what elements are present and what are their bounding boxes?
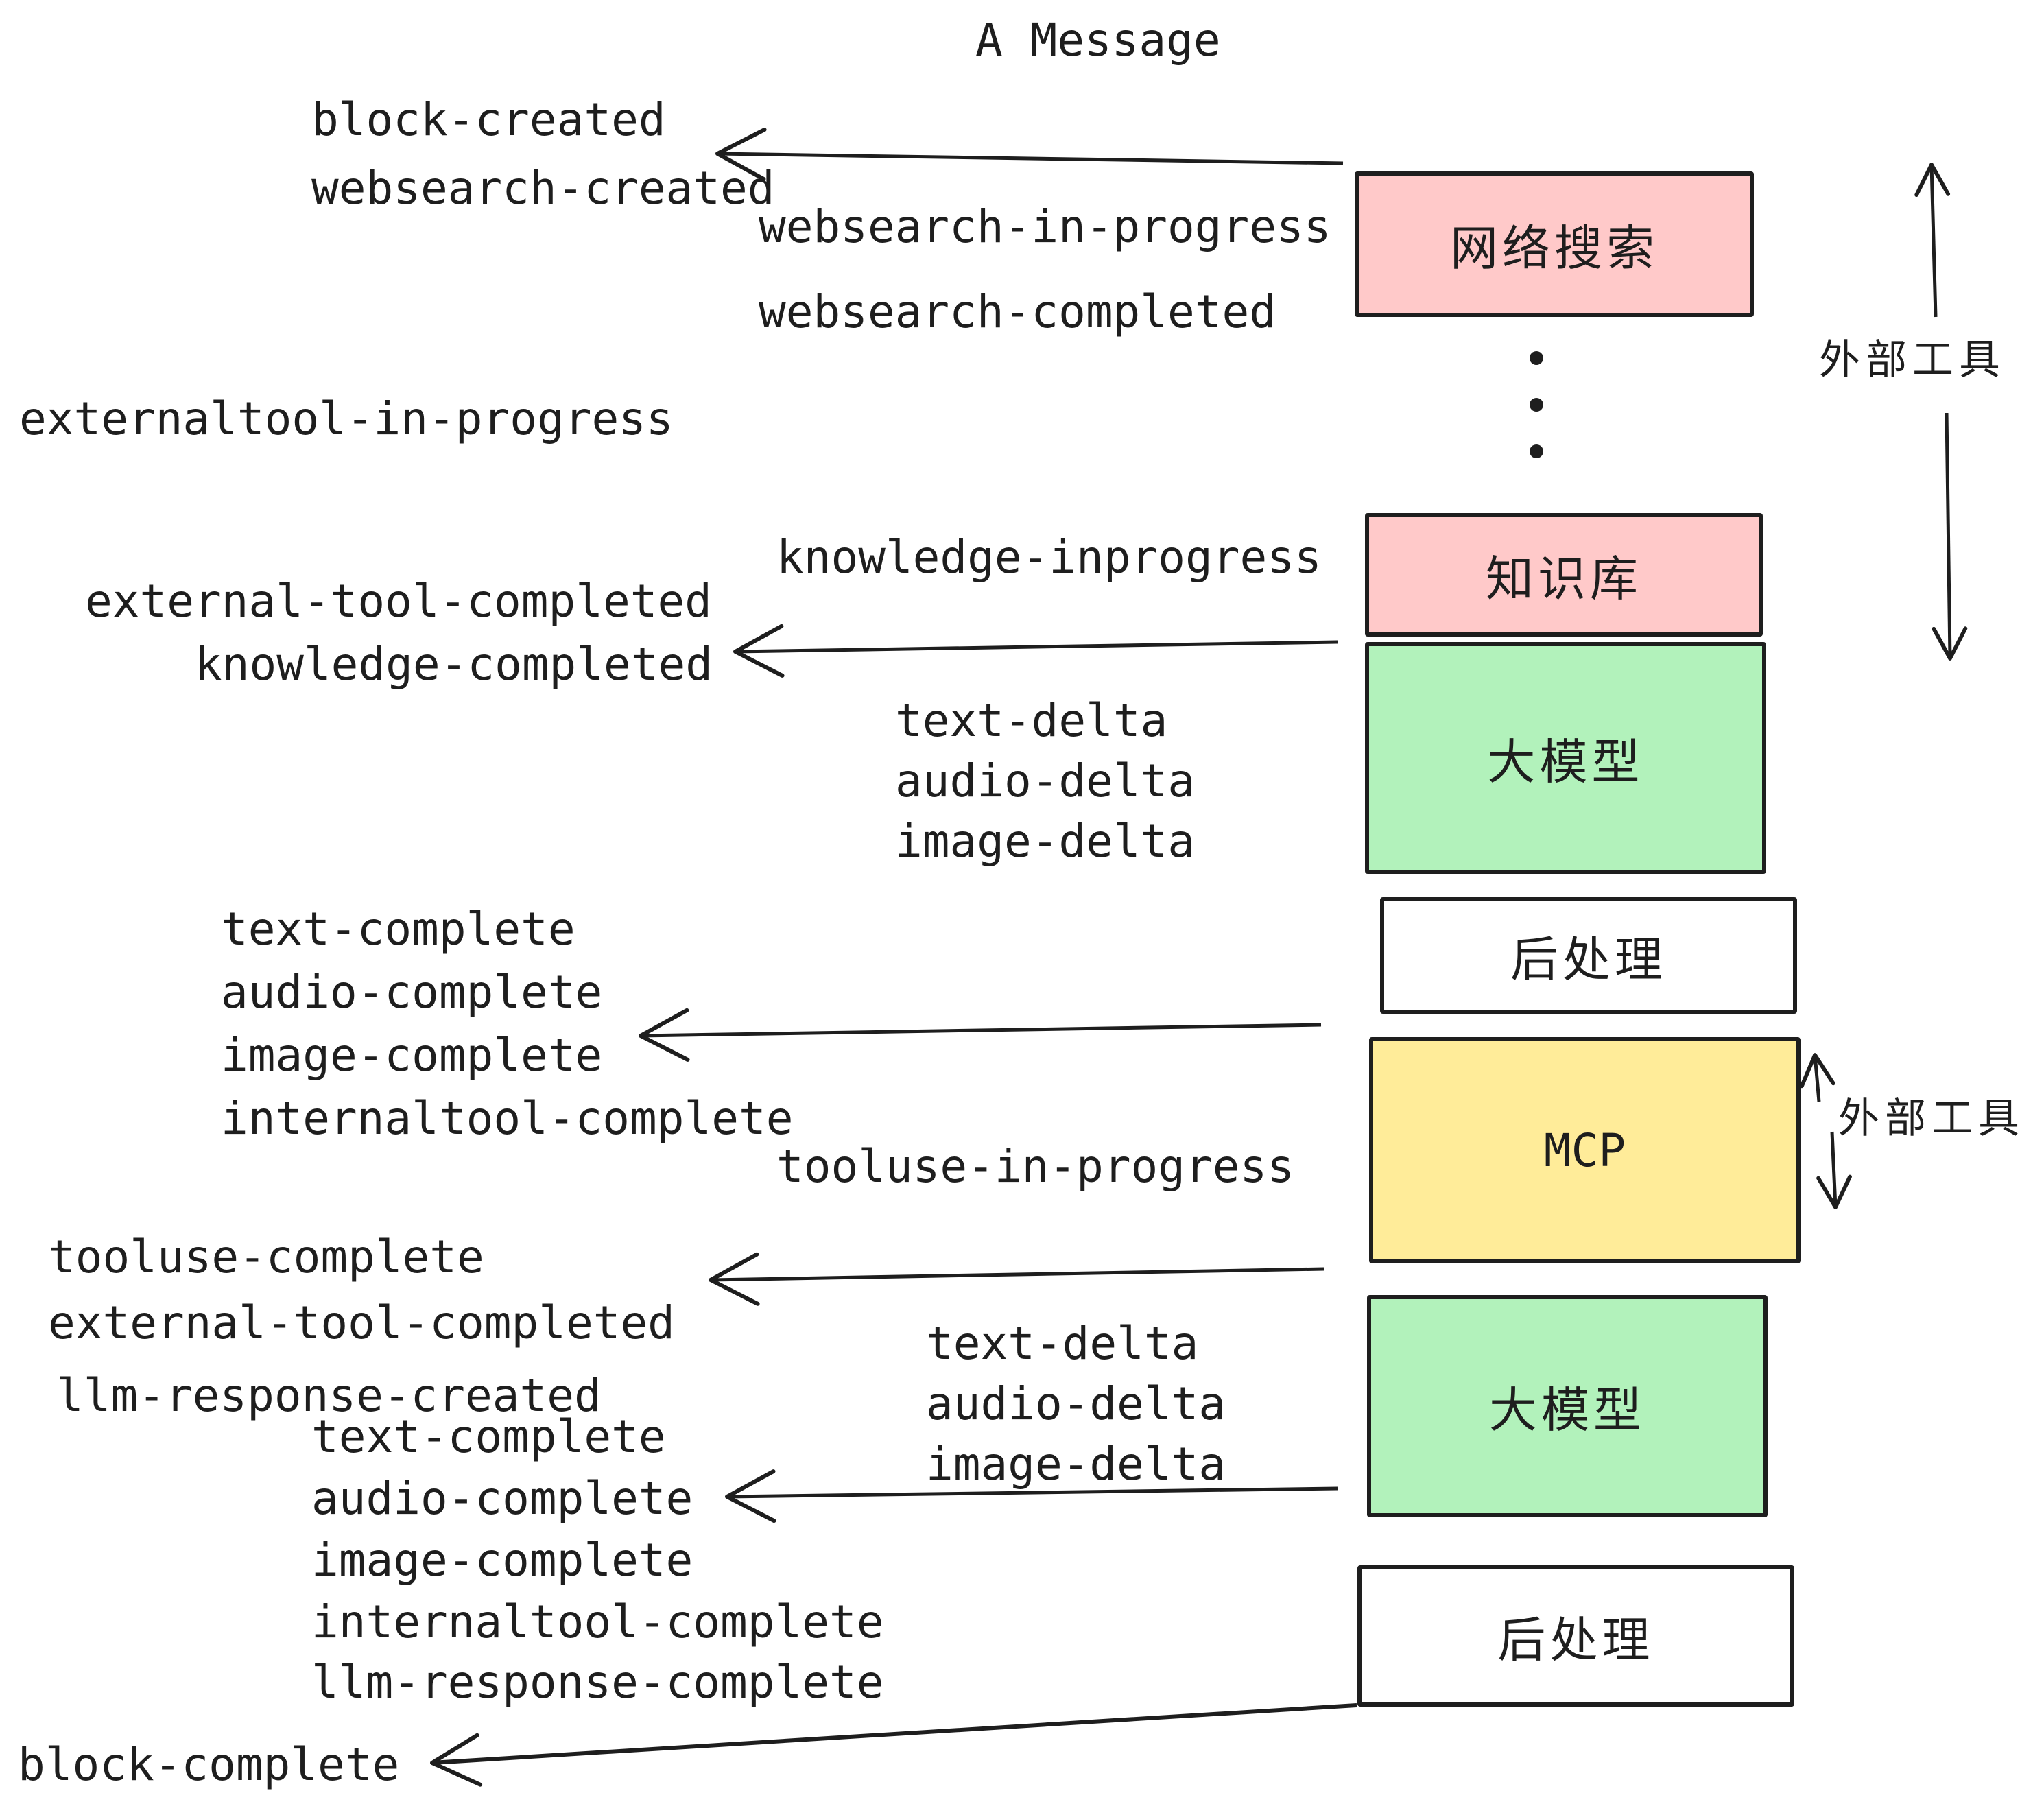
box-postprocess: 后处理: [1380, 897, 1797, 1014]
event-llm-response-complete: llm-response-complete: [311, 1656, 884, 1709]
event-websearch-created: websearch-created: [311, 162, 775, 215]
event-internaltool-complete-2: internaltool-complete: [311, 1595, 884, 1648]
box-llm: 大模型: [1365, 642, 1766, 874]
ellipsis-dot-2: [1530, 398, 1543, 412]
event-tooluse-in-progress: tooluse-in-progress: [776, 1140, 1294, 1193]
event-websearch-in-progress: websearch-in-progress: [759, 200, 1331, 253]
event-external-tool-completed: external-tool-completed: [85, 575, 712, 628]
arrow-to-knowledge-completed: [733, 624, 1338, 678]
event-tooluse-complete: tooluse-complete: [48, 1231, 484, 1283]
event-audio-delta-2: audio-delta: [926, 1377, 1226, 1430]
external-tools-annotation-bottom: 外部工具: [1838, 1095, 2025, 1143]
box-knowledge: 知识库: [1365, 513, 1763, 637]
arrow-external-tools-top-down: [1932, 412, 1968, 661]
event-image-delta: image-delta: [895, 815, 1196, 868]
box-postprocess-2-label: 后处理: [1497, 1611, 1654, 1668]
event-text-delta-2: text-delta: [926, 1317, 1199, 1370]
event-externaltool-in-progress: externaltool-in-progress: [19, 392, 674, 445]
event-knowledge-completed: knowledge-completed: [195, 638, 713, 691]
box-mcp: MCP: [1369, 1037, 1801, 1263]
box-llm-label: 大模型: [1487, 733, 1644, 790]
event-text-delta: text-delta: [895, 694, 1168, 747]
event-audio-delta: audio-delta: [895, 755, 1196, 807]
event-websearch-completed: websearch-completed: [759, 285, 1276, 338]
box-postprocess-2: 后处理: [1357, 1565, 1794, 1707]
event-internaltool-complete: internaltool-complete: [221, 1092, 794, 1145]
arrow-to-image-complete: [639, 1008, 1322, 1062]
event-text-complete: text-complete: [221, 903, 575, 956]
box-postprocess-label: 后处理: [1510, 931, 1667, 988]
event-external-tool-completed-2: external-tool-completed: [48, 1296, 675, 1349]
event-block-created: block-created: [311, 93, 666, 146]
event-knowledge-inprogress: knowledge-inprogress: [776, 531, 1322, 584]
event-text-complete-2: text-complete: [311, 1410, 666, 1463]
box-mcp-label: MCP: [1543, 1124, 1626, 1177]
event-image-complete: image-complete: [221, 1029, 603, 1082]
box-websearch: 网络搜索: [1355, 171, 1754, 317]
arrow-to-block-complete: [430, 1703, 1357, 1787]
event-audio-complete: audio-complete: [221, 966, 603, 1019]
arrow-external-tools-bottom-up: [1799, 1053, 1835, 1102]
box-websearch-label: 网络搜索: [1450, 219, 1659, 276]
arrow-to-block-created: [715, 128, 1344, 182]
diagram-title: A Message: [975, 14, 1221, 67]
box-llm-2: 大模型: [1367, 1295, 1768, 1517]
event-llm-response-created: llm-response-created: [56, 1369, 602, 1422]
event-image-complete-2: image-complete: [311, 1534, 693, 1587]
ellipsis-dot-1: [1530, 351, 1543, 365]
event-block-complete: block-complete: [18, 1738, 400, 1791]
event-audio-complete-2: audio-complete: [311, 1472, 693, 1525]
box-llm-2-label: 大模型: [1489, 1381, 1645, 1438]
box-knowledge-label: 知识库: [1486, 550, 1642, 607]
event-image-delta-2: image-delta: [926, 1438, 1226, 1491]
external-tools-annotation-top: 外部工具: [1819, 336, 2006, 384]
arrow-to-tooluse-complete: [709, 1252, 1324, 1306]
arrow-external-tools-bottom-down: [1816, 1131, 1852, 1209]
ellipsis-dot-3: [1530, 444, 1543, 458]
arrow-external-tools-top-up: [1914, 163, 1951, 318]
